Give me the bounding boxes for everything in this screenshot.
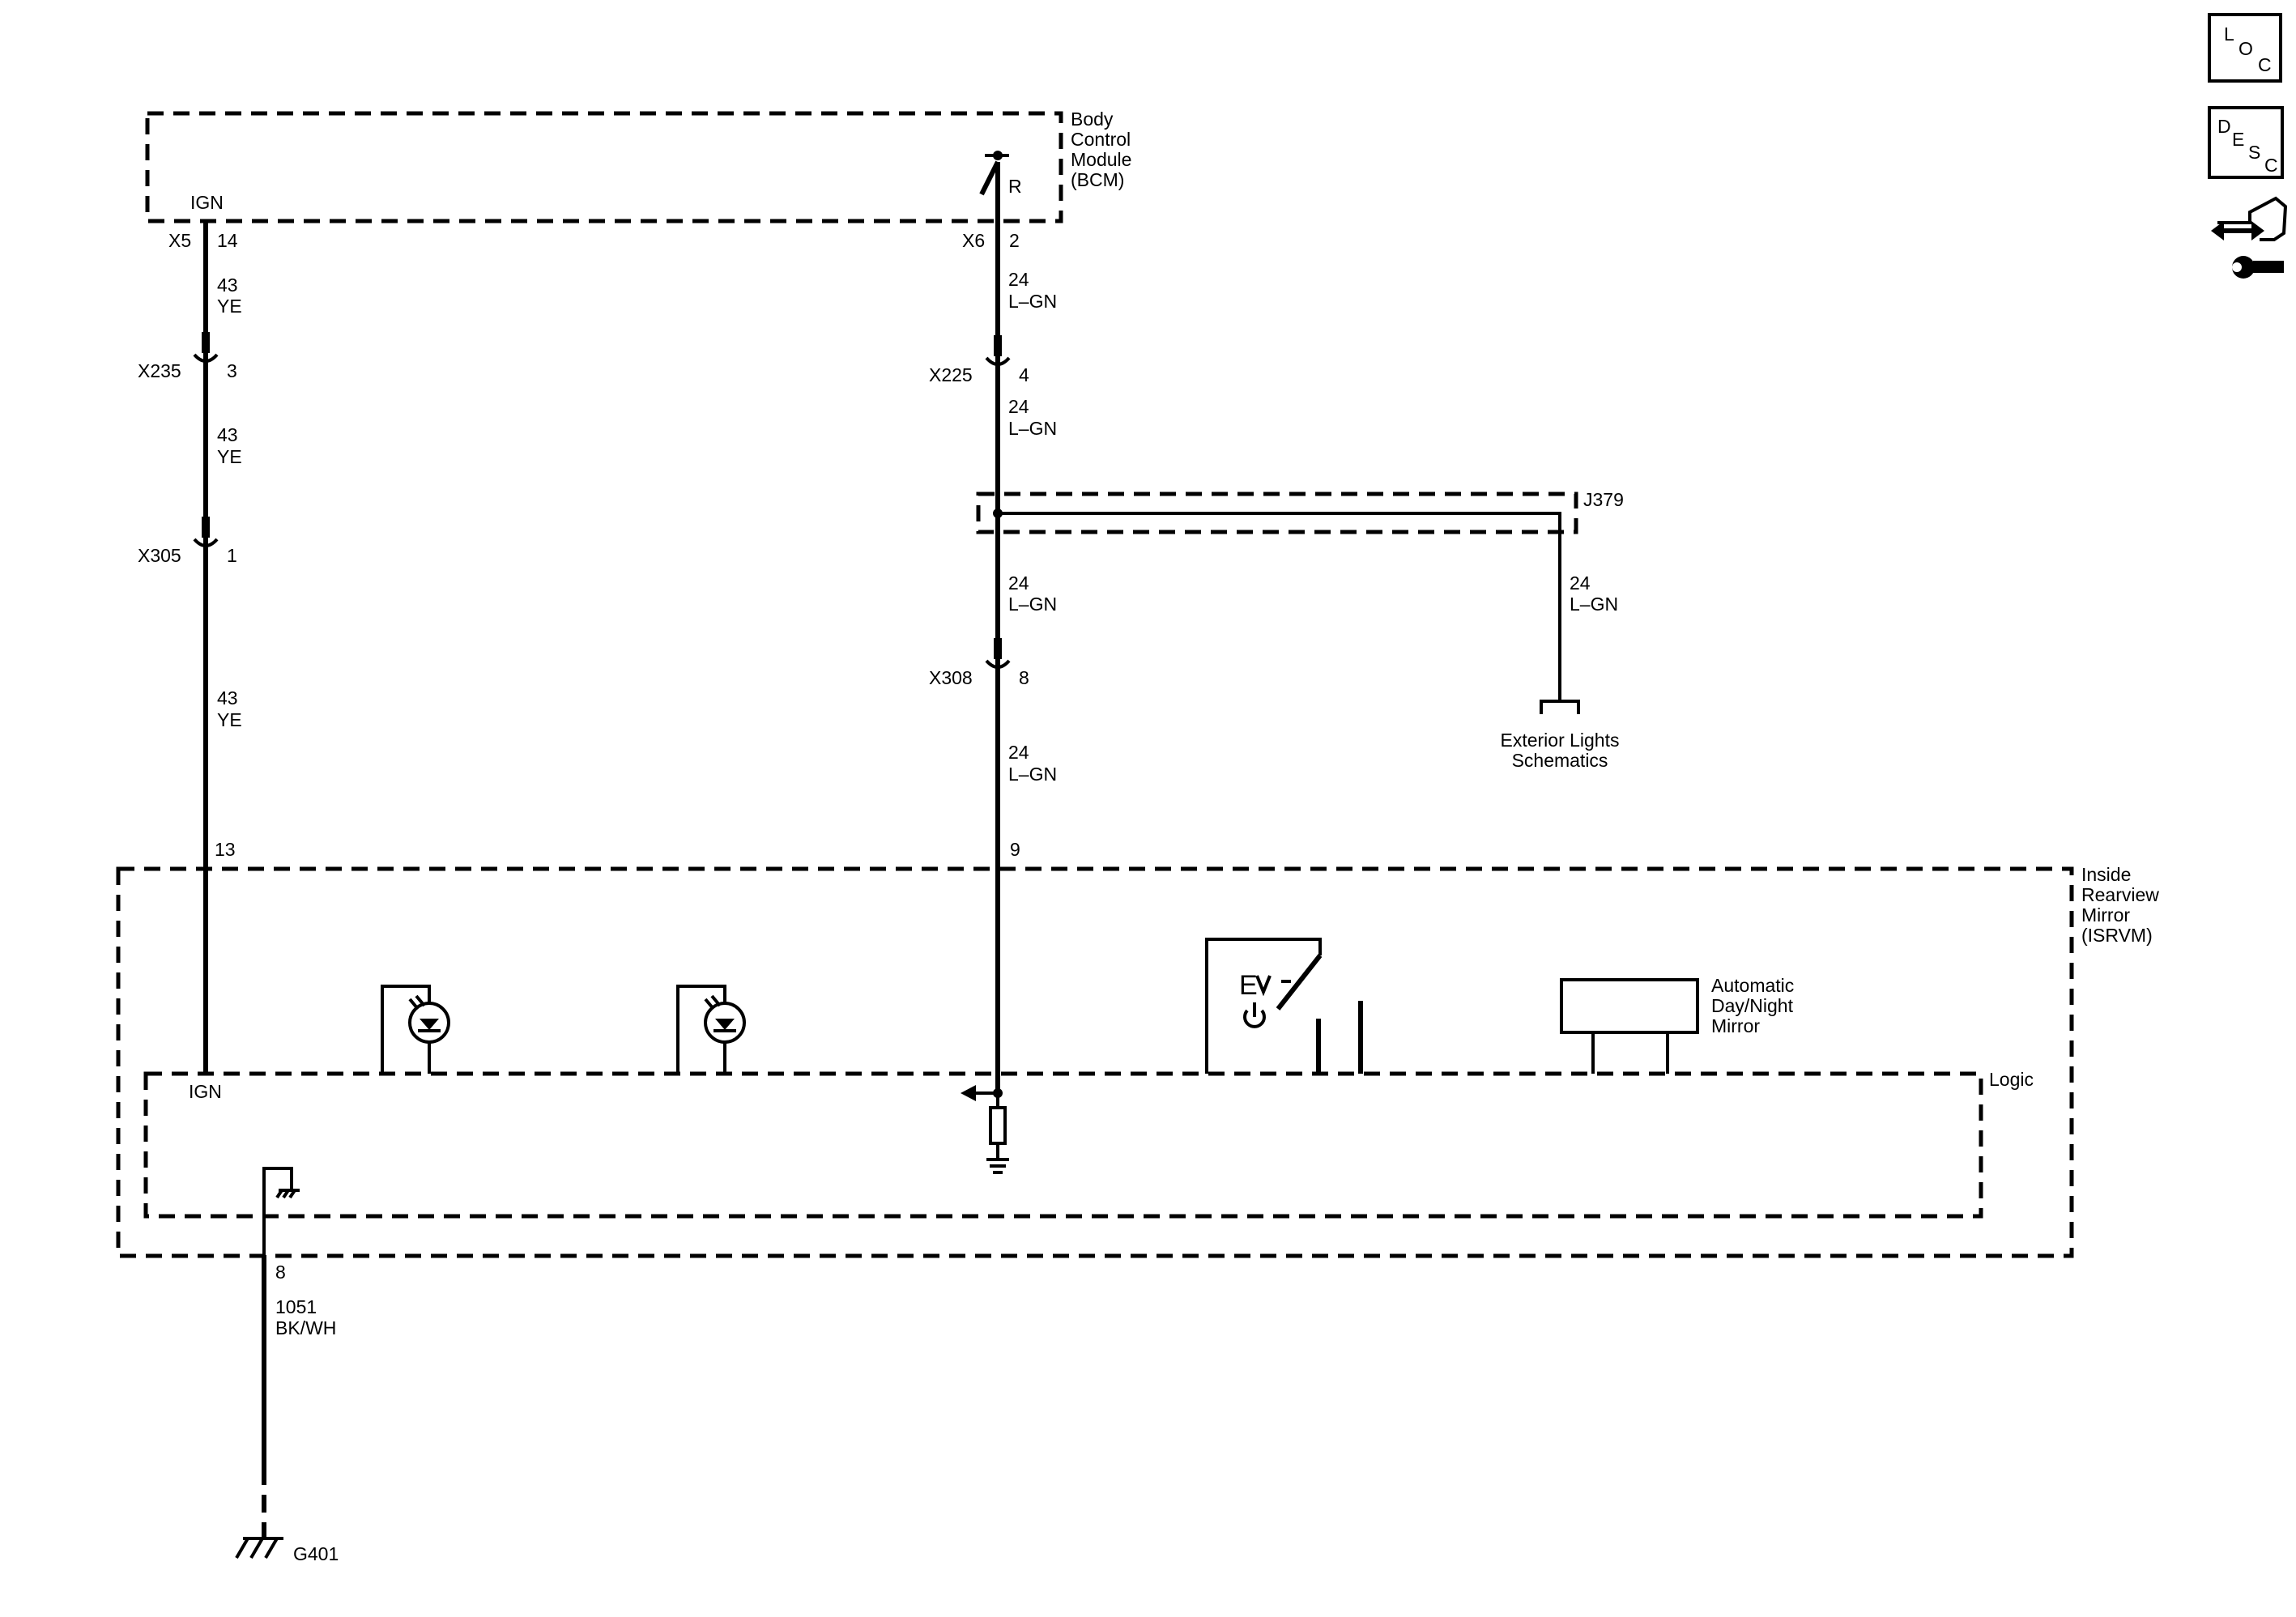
power-icon bbox=[1243, 1002, 1266, 1028]
light-sensor-1 bbox=[381, 985, 450, 1074]
wire-right-4-color: L–GN bbox=[1008, 764, 1057, 785]
connector-x5-label: X5 bbox=[168, 230, 191, 251]
desc-letter-4: C bbox=[2264, 155, 2278, 176]
connector-x225-symbol bbox=[985, 335, 1011, 366]
logic-block: Logic IGN bbox=[143, 1069, 2034, 1255]
connector-x305-label: X305 bbox=[138, 545, 181, 566]
bcm-pin-ign-label: IGN bbox=[190, 192, 224, 213]
exterior-lights-line-1: Exterior Lights bbox=[1500, 730, 1619, 751]
auto-day-night-mirror: Automatic Day/Night Mirror bbox=[1560, 975, 1794, 1074]
exterior-lights-reference: Exterior Lights Schematics bbox=[1500, 700, 1620, 771]
ev-symbol-text: E bbox=[1239, 970, 1258, 1001]
bcm-pin-r-label: R bbox=[1008, 176, 1022, 197]
connector-x225-pin: 4 bbox=[1019, 364, 1029, 385]
ground-g401-label: G401 bbox=[293, 1543, 339, 1564]
pull-down-resistor bbox=[989, 1093, 1007, 1160]
wire-right-1-color: L–GN bbox=[1008, 291, 1057, 312]
connector-x235-pin: 3 bbox=[227, 360, 237, 381]
bcm-name-line-3: Module bbox=[1071, 149, 1131, 170]
wire-right-2-color: L–GN bbox=[1008, 418, 1057, 439]
wire-right-3-circuit: 24 bbox=[1008, 572, 1029, 594]
isrvm-name-line-1: Inside bbox=[2081, 864, 2131, 885]
ground-wire-circuit: 1051 bbox=[275, 1296, 317, 1317]
connector-x305-symbol bbox=[193, 517, 219, 547]
wire-right-4-circuit: 24 bbox=[1008, 742, 1029, 763]
desc-letter-3: S bbox=[2248, 142, 2260, 163]
auto-mirror-line-1: Automatic bbox=[1711, 975, 1794, 996]
isrvm-module: Inside Rearview Mirror (ISRVM) Logic IGN bbox=[116, 864, 2159, 1258]
wire-left-1-circuit: 43 bbox=[217, 274, 238, 296]
bcm-name-line-1: Body bbox=[1071, 109, 1114, 130]
isrvm-name-line-4: (ISRVM) bbox=[2081, 925, 2153, 946]
wire-right-2-circuit: 24 bbox=[1008, 396, 1029, 417]
connector-x5-pin: 14 bbox=[217, 230, 238, 251]
splice-branch-color: L–GN bbox=[1570, 594, 1618, 615]
wire-left-2-circuit: 43 bbox=[217, 424, 238, 445]
exterior-lights-line-2: Schematics bbox=[1512, 750, 1608, 771]
internal-ground-icon bbox=[986, 1158, 1009, 1174]
connector-wrench-icon[interactable] bbox=[2211, 196, 2288, 279]
wire-left-1-color: YE bbox=[217, 296, 242, 317]
auto-mirror-line-3: Mirror bbox=[1711, 1015, 1760, 1036]
desc-letter-1: D bbox=[2217, 116, 2231, 137]
connector-x235-label: X235 bbox=[138, 360, 181, 381]
isrvm-name-line-2: Rearview bbox=[2081, 884, 2159, 905]
wire-right-1-circuit: 24 bbox=[1008, 269, 1029, 290]
splice-j379-label: J379 bbox=[1583, 489, 1624, 510]
connector-x305-pin: 1 bbox=[227, 545, 237, 566]
connector-x6-label: X6 bbox=[962, 230, 985, 251]
desc-button[interactable]: D E S C bbox=[2208, 106, 2284, 179]
desc-letter-2: E bbox=[2232, 129, 2244, 150]
splice-branch-circuit: 24 bbox=[1570, 572, 1591, 594]
chassis-ground-icon bbox=[262, 1167, 300, 1255]
logic-label: Logic bbox=[1989, 1069, 2034, 1090]
ground-circuit: 8 1051 BK/WH G401 bbox=[235, 1255, 339, 1564]
loc-letter-1: L bbox=[2224, 23, 2234, 45]
bcm-module: Body Control Module (BCM) IGN R bbox=[145, 109, 1131, 223]
connector-x225-label: X225 bbox=[929, 364, 973, 385]
wire-right-3-color: L–GN bbox=[1008, 594, 1057, 615]
connector-x308-symbol bbox=[985, 638, 1011, 669]
connector-x235-symbol bbox=[193, 332, 219, 363]
connector-x308-label: X308 bbox=[929, 667, 973, 688]
isrvm-pin-9: 9 bbox=[1010, 839, 1020, 860]
loc-button[interactable]: L O C bbox=[2208, 13, 2282, 83]
left-circuit: X5 14 43 YE X235 3 43 YE X305 1 43 YE 13 bbox=[138, 221, 242, 1073]
wire-left-3-color: YE bbox=[217, 709, 242, 730]
connector-x6-pin: 2 bbox=[1009, 230, 1020, 251]
bcm-name-line-2: Control bbox=[1071, 129, 1131, 150]
ground-pin-8: 8 bbox=[275, 1262, 286, 1283]
bcm-switch-symbol bbox=[979, 151, 1009, 196]
auto-mirror-line-2: Day/Night bbox=[1711, 995, 1794, 1016]
ev-power-switch: E bbox=[1205, 938, 1363, 1074]
wire-left-3-circuit: 43 bbox=[217, 687, 238, 709]
ground-wire-color: BK/WH bbox=[275, 1317, 336, 1338]
isrvm-name-line-3: Mirror bbox=[2081, 904, 2130, 926]
wire-left-2-color: YE bbox=[217, 446, 242, 467]
splice-j379: J379 24 L–GN Exterior Lights Schematics bbox=[976, 489, 1624, 771]
right-circuit: X6 2 24 L–GN X225 4 24 L–GN 24 L–GN X308… bbox=[929, 162, 1057, 1093]
bcm-name-line-4: (BCM) bbox=[1071, 169, 1124, 190]
light-sensor-2 bbox=[676, 985, 746, 1074]
ground-g401-icon bbox=[235, 1537, 283, 1560]
loc-letter-3: C bbox=[2258, 54, 2272, 75]
isrvm-pin-ign-label: IGN bbox=[189, 1081, 222, 1102]
connector-x308-pin: 8 bbox=[1019, 667, 1029, 688]
isrvm-pin-13: 13 bbox=[215, 839, 236, 860]
loc-letter-2: O bbox=[2238, 38, 2253, 59]
